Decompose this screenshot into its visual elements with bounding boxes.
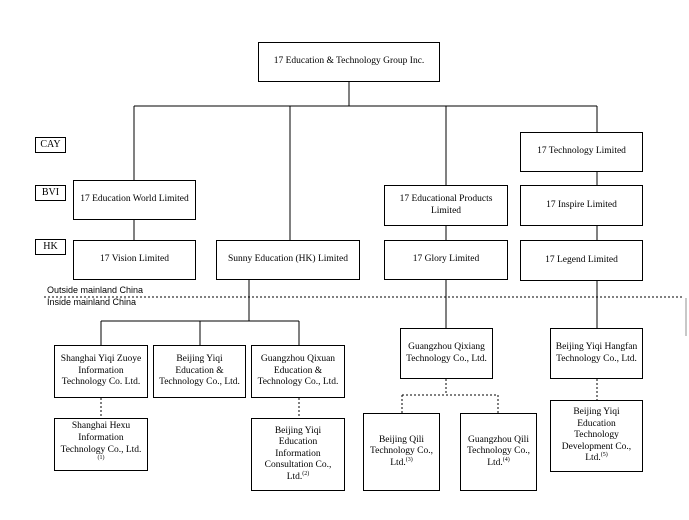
- footnote-5: (5): [600, 452, 608, 459]
- entity-beijing-yiqi-education-technology: Beijing Yiqi Education & Technology Co.,…: [153, 345, 246, 398]
- entity-name: Guangzhou Qili Technology Co., Ltd.: [467, 434, 530, 468]
- jurisdiction-label-bvi: BVI: [35, 185, 66, 201]
- entity-guangzhou-qixuan: Guangzhou Qixuan Education & Technology …: [251, 345, 345, 398]
- entity-shanghai-yiqi-zuoye: Shanghai Yiqi Zuoye Information Technolo…: [54, 345, 148, 398]
- entity-guangzhou-qili: Guangzhou Qili Technology Co., Ltd.(4): [460, 413, 537, 491]
- footnote-2: (2): [302, 470, 310, 477]
- entity-shanghai-hexu: Shanghai Hexu Information Technology Co.…: [54, 418, 148, 471]
- entity-17-educational-products-limited: 17 Educational Products Limited: [384, 185, 508, 226]
- entity-17-glory-limited: 17 Glory Limited: [384, 240, 508, 280]
- entity-17-inspire-limited: 17 Inspire Limited: [520, 185, 643, 226]
- entity-guangzhou-qixiang: Guangzhou Qixiang Technology Co., Ltd.: [400, 328, 493, 379]
- entity-name: Beijing Yiqi Education Information Consu…: [264, 425, 332, 482]
- entity-name: Beijing Yiqi Education Technology Develo…: [561, 407, 632, 464]
- entity-17-education-world-limited: 17 Education World Limited: [73, 180, 196, 220]
- entity-17-vision-limited: 17 Vision Limited: [73, 240, 196, 280]
- entity-name: Shanghai Hexu Information Technology Co.…: [60, 421, 142, 455]
- jurisdiction-label-hk: HK: [35, 239, 66, 255]
- entity-17-education-technology-group: 17 Education & Technology Group Inc.: [258, 42, 440, 82]
- entity-beijing-yiqi-education-consultation: Beijing Yiqi Education Information Consu…: [251, 418, 345, 491]
- entity-name: Beijing Qili Technology Co., Ltd.: [370, 434, 433, 468]
- entity-beijing-yiqi-education-development: Beijing Yiqi Education Technology Develo…: [550, 400, 643, 472]
- entity-sunny-education-hk-limited: Sunny Education (HK) Limited: [216, 240, 360, 280]
- entity-17-technology-limited: 17 Technology Limited: [520, 132, 643, 172]
- footnote-1: (1): [97, 454, 105, 461]
- inside-mainland-label: Inside mainland China: [47, 297, 137, 307]
- footnote-4: (4): [502, 456, 510, 463]
- footnote-3: (3): [405, 456, 413, 463]
- entity-17-legend-limited: 17 Legend Limited: [520, 240, 643, 281]
- jurisdiction-label-cay: CAY: [35, 137, 66, 153]
- page-edge-mark: [685, 298, 687, 336]
- outside-mainland-label: Outside mainland China: [47, 285, 144, 295]
- entity-beijing-yiqi-hangfan: Beijing Yiqi Hangfan Technology Co., Ltd…: [550, 328, 643, 379]
- entity-beijing-qili: Beijing Qili Technology Co., Ltd.(3): [363, 413, 440, 491]
